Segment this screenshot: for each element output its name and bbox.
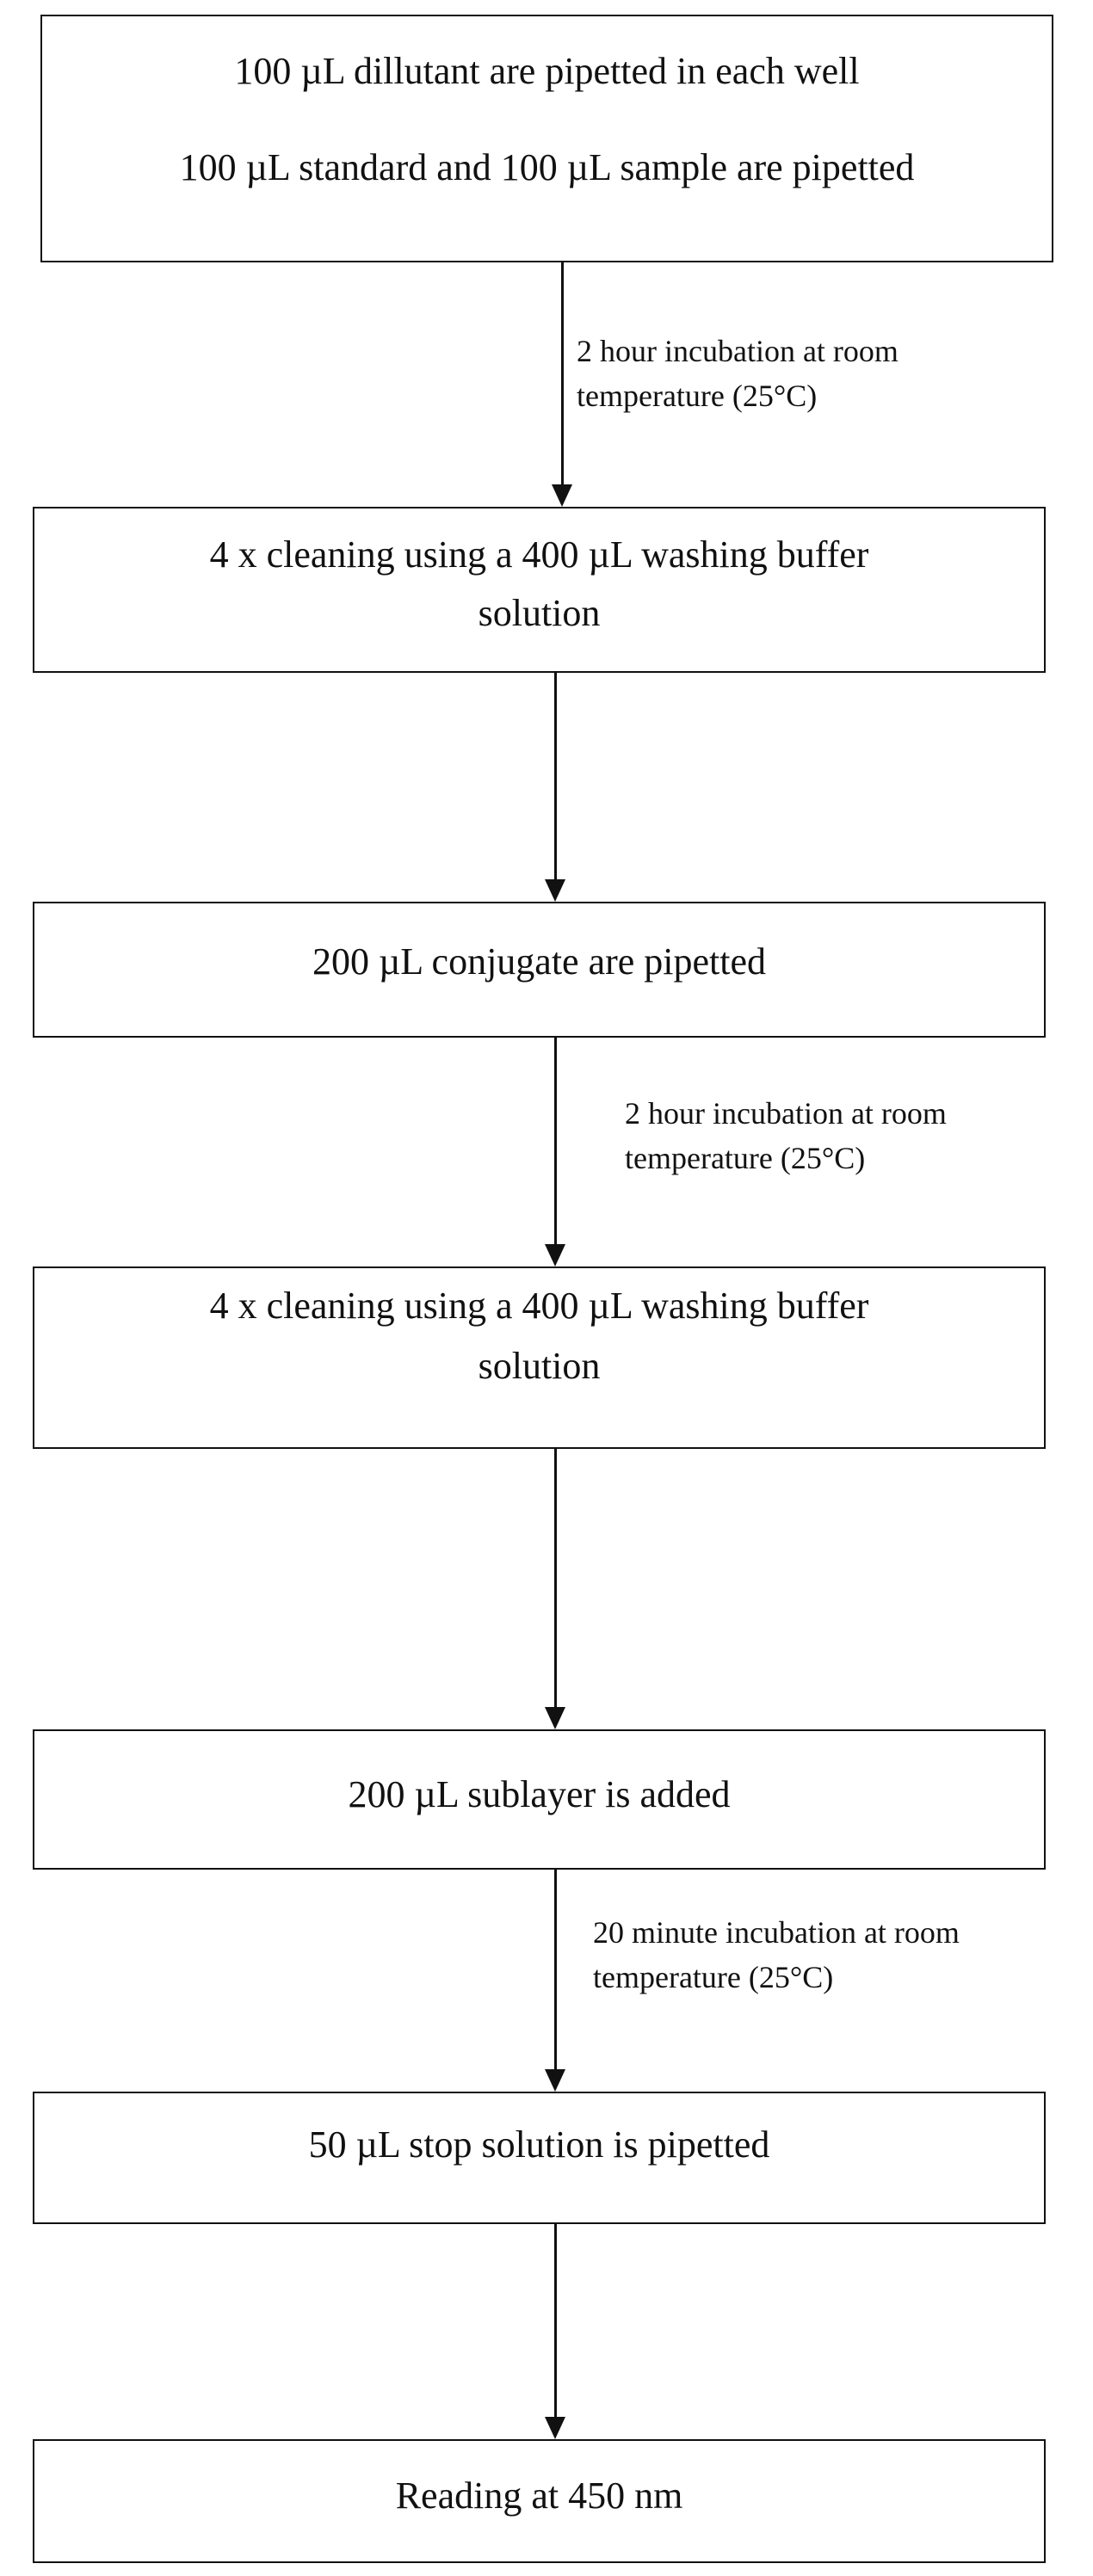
step-4-line-2: solution xyxy=(478,1345,601,1387)
incubation-note-1: 2 hour incubation at room temperature (2… xyxy=(577,329,898,418)
step-box-6: 50 µL stop solution is pipetted xyxy=(33,2092,1046,2224)
connector-line-2 xyxy=(554,673,557,881)
step-box-3: 200 µL conjugate are pipetted xyxy=(33,902,1046,1038)
incubation-note-3-line-1: 20 minute incubation at room xyxy=(593,1915,960,1950)
incubation-note-2-line-1: 2 hour incubation at room xyxy=(625,1096,947,1131)
step-6-line-1: 50 µL stop solution is pipetted xyxy=(308,2123,770,2166)
step-5-line-1: 200 µL sublayer is added xyxy=(348,1773,731,1815)
step-2-line-2: solution xyxy=(478,592,601,634)
step-box-4: 4 x cleaning using a 400 µL washing buff… xyxy=(33,1266,1046,1449)
step-box-5: 200 µL sublayer is added xyxy=(33,1729,1046,1870)
incubation-note-3: 20 minute incubation at room temperature… xyxy=(593,1910,960,2000)
arrowhead-2 xyxy=(545,879,565,902)
step-box-1: 100 µL dillutant are pipetted in each we… xyxy=(40,15,1053,262)
step-2-line-1: 4 x cleaning using a 400 µL washing buff… xyxy=(209,533,869,576)
incubation-note-2: 2 hour incubation at room temperature (2… xyxy=(625,1091,947,1180)
arrowhead-6 xyxy=(545,2417,565,2439)
incubation-note-1-line-2: temperature (25°C) xyxy=(577,379,818,413)
step-box-2: 4 x cleaning using a 400 µL washing buff… xyxy=(33,507,1046,673)
incubation-note-3-line-2: temperature (25°C) xyxy=(593,1960,834,1994)
connector-line-1 xyxy=(561,262,564,486)
step-box-7: Reading at 450 nm xyxy=(33,2439,1046,2563)
step-7-line-1: Reading at 450 nm xyxy=(395,2474,683,2517)
arrowhead-1 xyxy=(552,484,572,507)
step-4-line-1: 4 x cleaning using a 400 µL washing buff… xyxy=(209,1285,869,1327)
step-3-line-1: 200 µL conjugate are pipetted xyxy=(312,940,767,983)
connector-line-4 xyxy=(554,1449,557,1709)
incubation-note-2-line-2: temperature (25°C) xyxy=(625,1141,866,1175)
step-1-line-2: 100 µL standard and 100 µL sample are pi… xyxy=(179,146,915,188)
arrowhead-4 xyxy=(545,1707,565,1729)
connector-line-5 xyxy=(554,1870,557,2071)
connector-line-3 xyxy=(554,1038,557,1246)
step-1-line-1: 100 µL dillutant are pipetted in each we… xyxy=(234,50,860,92)
incubation-note-1-line-1: 2 hour incubation at room xyxy=(577,334,898,368)
connector-line-6 xyxy=(554,2224,557,2419)
arrowhead-3 xyxy=(545,1244,565,1266)
arrowhead-5 xyxy=(545,2069,565,2092)
